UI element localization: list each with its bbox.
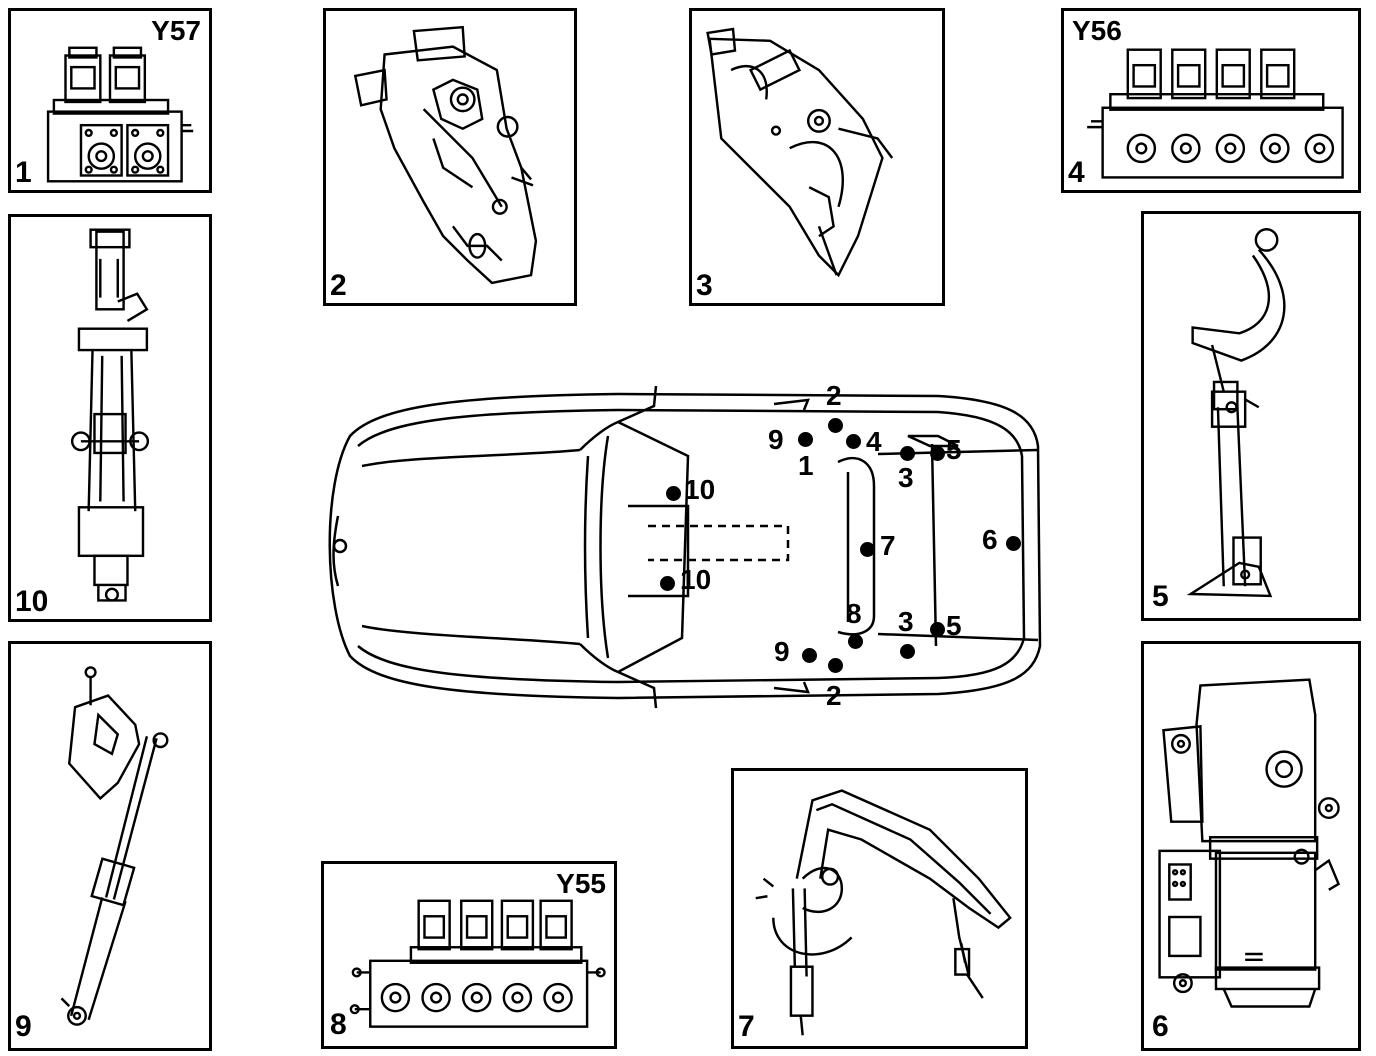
callout-6: 6 [982, 524, 998, 555]
panel-number: 7 [738, 1010, 755, 1043]
callout-dot [900, 446, 915, 461]
valve-block-icon [1087, 48, 1344, 179]
panel-number: 8 [330, 1008, 347, 1041]
callout-dot [1006, 536, 1021, 551]
part-code: Y55 [556, 868, 606, 899]
panel-number: 4 [1068, 156, 1085, 189]
panel-number: 1 [15, 156, 32, 189]
callout-8: 8 [846, 598, 862, 629]
callout-dot [666, 486, 681, 501]
hinge-mechanism-icon [353, 25, 538, 285]
panel-number: 10 [15, 585, 49, 618]
callout-dot [846, 434, 861, 449]
callout-9-top: 9 [768, 424, 784, 455]
callout-7: 7 [880, 530, 896, 561]
panel-6: 6 [1141, 641, 1361, 1051]
callout-10-bottom: 10 [680, 564, 712, 595]
callout-9-bottom: 9 [774, 636, 790, 667]
valve-block-icon [349, 899, 606, 1028]
callout-dot [828, 418, 843, 433]
callout-2-bottom: 2 [826, 680, 842, 711]
panel-1: Y57 1 [8, 8, 212, 193]
callout-5-top: 5 [946, 434, 962, 465]
car-top-view-icon [328, 385, 1042, 709]
panel-7: 7 [731, 768, 1028, 1049]
callout-dot [660, 576, 675, 591]
callout-dot [828, 658, 843, 673]
callout-dot [798, 432, 813, 447]
hydraulic-cylinder-icon [60, 666, 169, 1026]
callout-dot [848, 634, 863, 649]
panel-5: 5 [1141, 211, 1361, 621]
callout-3-bottom: 3 [898, 606, 914, 637]
valve-block-icon [46, 46, 194, 183]
panel-number: 9 [15, 1010, 32, 1043]
pump-motor-icon [1158, 678, 1341, 1008]
callout-dot [930, 446, 945, 461]
panel-number: 6 [1152, 1010, 1169, 1043]
callout-dot [802, 648, 817, 663]
car-top-view: 2 9 1 4 3 5 10 7 6 10 8 3 5 9 2 [318, 376, 1054, 716]
callout-2-top: 2 [826, 380, 842, 411]
callout-4: 4 [866, 426, 882, 457]
callout-3-top: 3 [898, 462, 914, 493]
callout-10-top: 10 [684, 474, 716, 505]
panel-9: 9 [8, 641, 212, 1051]
panel-2: 2 [323, 8, 577, 306]
panel-8: Y55 8 [321, 861, 617, 1049]
panel-10: 10 [8, 214, 212, 622]
callout-dot [930, 622, 945, 637]
callout-dot [860, 542, 875, 557]
part-code: Y56 [1072, 15, 1122, 46]
panel-4: Y56 4 [1061, 8, 1361, 193]
callout-dot [900, 644, 915, 659]
hinge-mechanism-icon [706, 27, 894, 278]
panel-number: 5 [1152, 580, 1169, 613]
panel-3: 3 [689, 8, 945, 306]
roll-bar-icon [755, 789, 1012, 1036]
part-code: Y57 [151, 15, 201, 46]
panel-number: 3 [696, 269, 713, 302]
callout-1: 1 [798, 450, 814, 481]
hydraulic-cylinder-icon [1186, 228, 1286, 598]
hydraulic-cylinder-icon [70, 228, 150, 602]
callout-5-bottom: 5 [946, 610, 962, 641]
panel-number: 2 [330, 269, 347, 302]
